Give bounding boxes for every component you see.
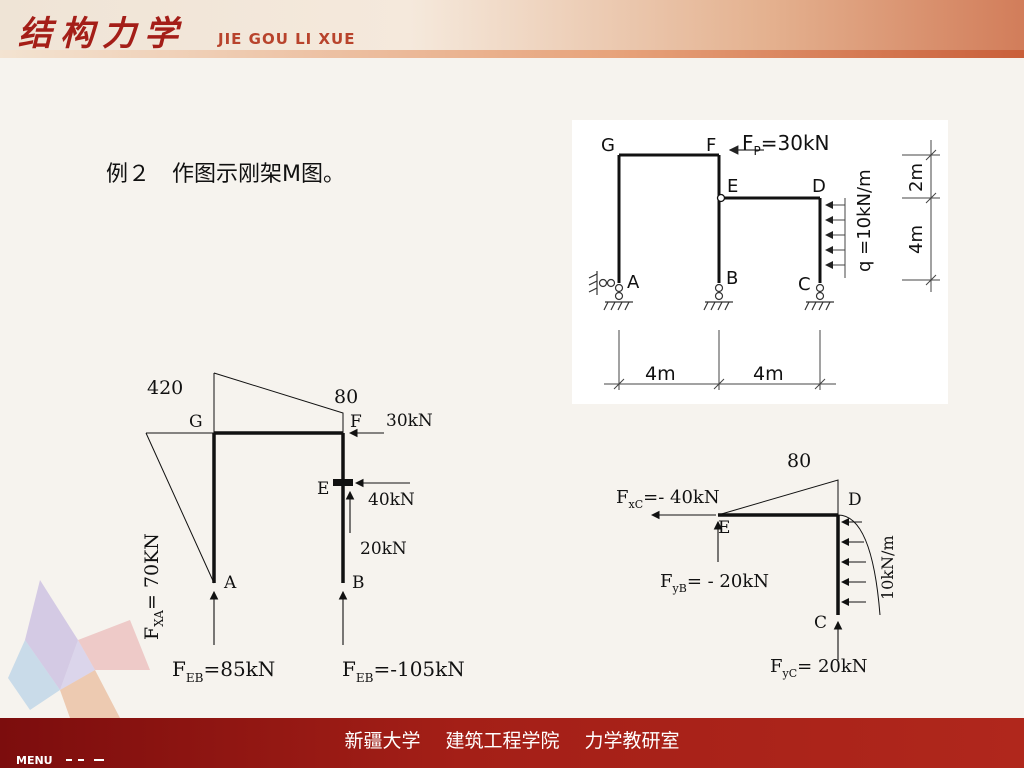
dim-4m-right-label: 4m (753, 363, 784, 385)
svg-text:FP=30kN: FP=30kN (742, 131, 830, 158)
fxc-label-main: F (616, 487, 629, 508)
node-a-label: A (223, 573, 237, 593)
node-b-label: B (352, 573, 365, 593)
svg-text:FyB= - 20kN: FyB= - 20kN (660, 571, 769, 595)
node-c-label: C (814, 613, 827, 633)
node-d-label: D (812, 176, 826, 197)
force-30kn-label: 30kN (386, 411, 433, 431)
fxc-label-value: =- 40kN (643, 487, 719, 508)
moment-80-label: 80 (787, 450, 811, 472)
moment-diagram: 420 80 G F E A B 30kN 40kN 20kN FXA= 70K… (141, 372, 465, 685)
node-g-label: G (189, 412, 203, 432)
node-d-label: D (848, 490, 862, 510)
svg-text:FXA= 70KN: FXA= 70KN (141, 533, 166, 640)
course-subtitle: JIE GOU LI XUE (218, 30, 356, 48)
fyb-label-sub: yB (672, 582, 687, 595)
node-e-label: E (317, 479, 329, 499)
feb-a-label-sub: EB (186, 671, 204, 685)
fyc-label-sub: yC (782, 667, 798, 680)
fp-label-sub: P (754, 144, 761, 158)
node-f-label: F (706, 135, 716, 156)
footer-text: 新疆大学 建筑工程学院 力学教研室 (344, 730, 680, 752)
dim-4m-vertical-label: 4m (906, 225, 927, 254)
moment-80-label: 80 (334, 386, 358, 408)
header-band (0, 50, 1024, 58)
fyb-label-main: F (660, 571, 673, 592)
dim-4m-left-label: 4m (645, 363, 676, 385)
svg-text:FEB=-105kN: FEB=-105kN (342, 657, 465, 685)
fp-label-main: F (742, 131, 754, 155)
fyb-label-value: = - 20kN (687, 571, 769, 592)
structure-diagram: G F E D A B C FP=30kN q =10kN/m 2m 4m 4m… (588, 131, 940, 390)
force-20kn-label: 20kN (360, 539, 407, 559)
footer-bar (0, 718, 1024, 768)
node-c-label: C (798, 274, 811, 295)
node-f-label: F (350, 412, 362, 432)
menu-button[interactable]: MENU (16, 754, 53, 767)
feb-a-label-main: F (172, 657, 186, 681)
decorative-shapes (8, 580, 150, 718)
structure-figure (572, 120, 948, 404)
feb-b-label-main: F (342, 657, 356, 681)
fxa-label-value: = 70KN (141, 533, 163, 610)
fyc-label-main: F (770, 656, 783, 677)
course-title: 结构力学 (18, 14, 186, 54)
fxa-label-main: F (141, 627, 163, 640)
feb-a-label-value: =85kN (203, 657, 275, 681)
q-load-label: q =10kN/m (854, 169, 875, 272)
node-b-label: B (726, 268, 738, 289)
feb-b-label-value: =-105kN (373, 657, 464, 681)
feb-b-label-sub: EB (356, 671, 374, 685)
force-40kn-label: 40kN (368, 490, 415, 510)
svg-text:FxC=- 40kN: FxC=- 40kN (616, 487, 720, 511)
svg-text:FyC= 20kN: FyC= 20kN (770, 656, 868, 680)
fxc-label-sub: xC (629, 498, 644, 511)
fp-label-value: =30kN (761, 131, 830, 155)
node-g-label: G (601, 135, 615, 156)
fyc-label-value: = 20kN (797, 656, 867, 677)
node-e-label: E (727, 176, 738, 197)
svg-text:FEB=85kN: FEB=85kN (172, 657, 275, 685)
segment-diagram: 80 D E C 10kN/m FxC=- 40kN FyB= - 20kN F… (616, 450, 897, 680)
fxa-label-sub: XA (152, 610, 166, 627)
node-a-label: A (627, 272, 640, 293)
moment-420-label: 420 (147, 377, 183, 399)
q-load-label: 10kN/m (878, 535, 897, 600)
problem-statement: 例２ 作图示刚架M图。 (106, 162, 345, 187)
header-bar (0, 0, 1024, 58)
menu-dashes (66, 759, 104, 761)
dim-2m-label: 2m (906, 163, 927, 192)
node-e-label: E (718, 518, 730, 538)
